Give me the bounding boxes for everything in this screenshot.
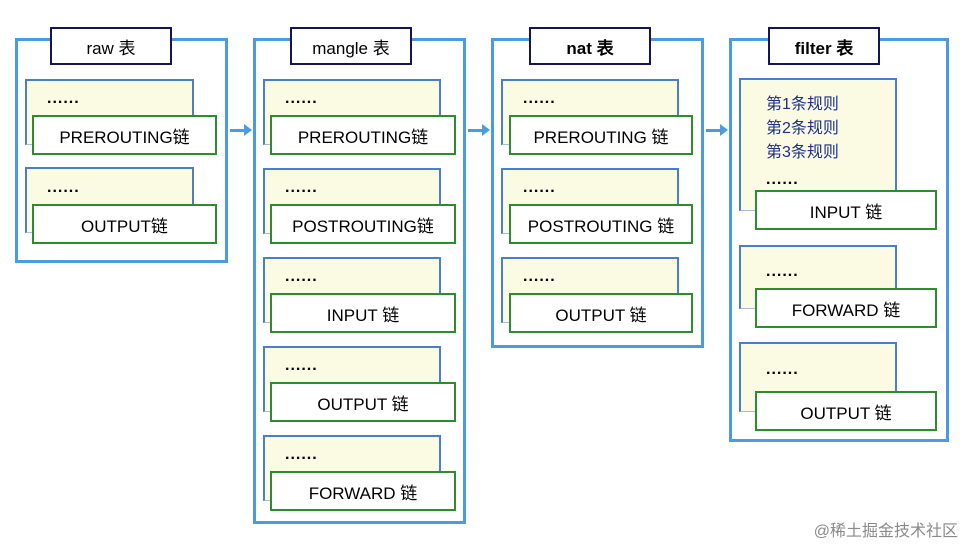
rule-ellipsis: ...... <box>47 90 80 107</box>
arrow-right-icon <box>706 124 728 136</box>
rule-ellipsis: ...... <box>523 268 556 285</box>
rule-ellipsis: ...... <box>523 90 556 107</box>
chain-output: OUTPUT链 <box>32 204 217 244</box>
rule-ellipsis: ...... <box>523 179 556 196</box>
rule-ellipsis: ...... <box>285 90 318 107</box>
chain-input: INPUT 链 <box>755 190 937 230</box>
chain-postrouting: POSTROUTING 链 <box>509 204 693 244</box>
arrow-right-icon <box>230 124 252 136</box>
chain-prerouting: PREROUTING链 <box>32 115 217 155</box>
rule-ellipsis: ...... <box>285 357 318 374</box>
rule-line: 第3条规则 <box>766 144 839 161</box>
chain-output: OUTPUT 链 <box>509 293 693 333</box>
rule-ellipsis: ...... <box>766 263 799 280</box>
chain-prerouting: PREROUTING链 <box>270 115 456 155</box>
rule-group <box>739 78 897 211</box>
mangle-table-title: mangle 表 <box>290 27 412 65</box>
chain-output: OUTPUT 链 <box>270 382 456 422</box>
filter-table-title: filter 表 <box>768 27 880 65</box>
chain-input: INPUT 链 <box>270 293 456 333</box>
rule-ellipsis: ...... <box>285 268 318 285</box>
rule-ellipsis: ...... <box>766 171 799 188</box>
chain-forward: FORWARD 链 <box>755 288 937 328</box>
rule-ellipsis: ...... <box>766 361 799 378</box>
watermark: @稀土掘金技术社区 <box>813 523 958 540</box>
raw-table-title: raw 表 <box>50 27 172 65</box>
chain-postrouting: POSTROUTING链 <box>270 204 456 244</box>
chain-output: OUTPUT 链 <box>755 391 937 431</box>
rule-line: 第1条规则 <box>766 96 839 113</box>
chain-forward: FORWARD 链 <box>270 471 456 511</box>
chain-prerouting: PREROUTING 链 <box>509 115 693 155</box>
arrow-right-icon <box>468 124 490 136</box>
rule-ellipsis: ...... <box>285 446 318 463</box>
nat-table-title: nat 表 <box>529 27 651 65</box>
rule-ellipsis: ...... <box>285 179 318 196</box>
rule-line: 第2条规则 <box>766 120 839 137</box>
rule-ellipsis: ...... <box>47 179 80 196</box>
